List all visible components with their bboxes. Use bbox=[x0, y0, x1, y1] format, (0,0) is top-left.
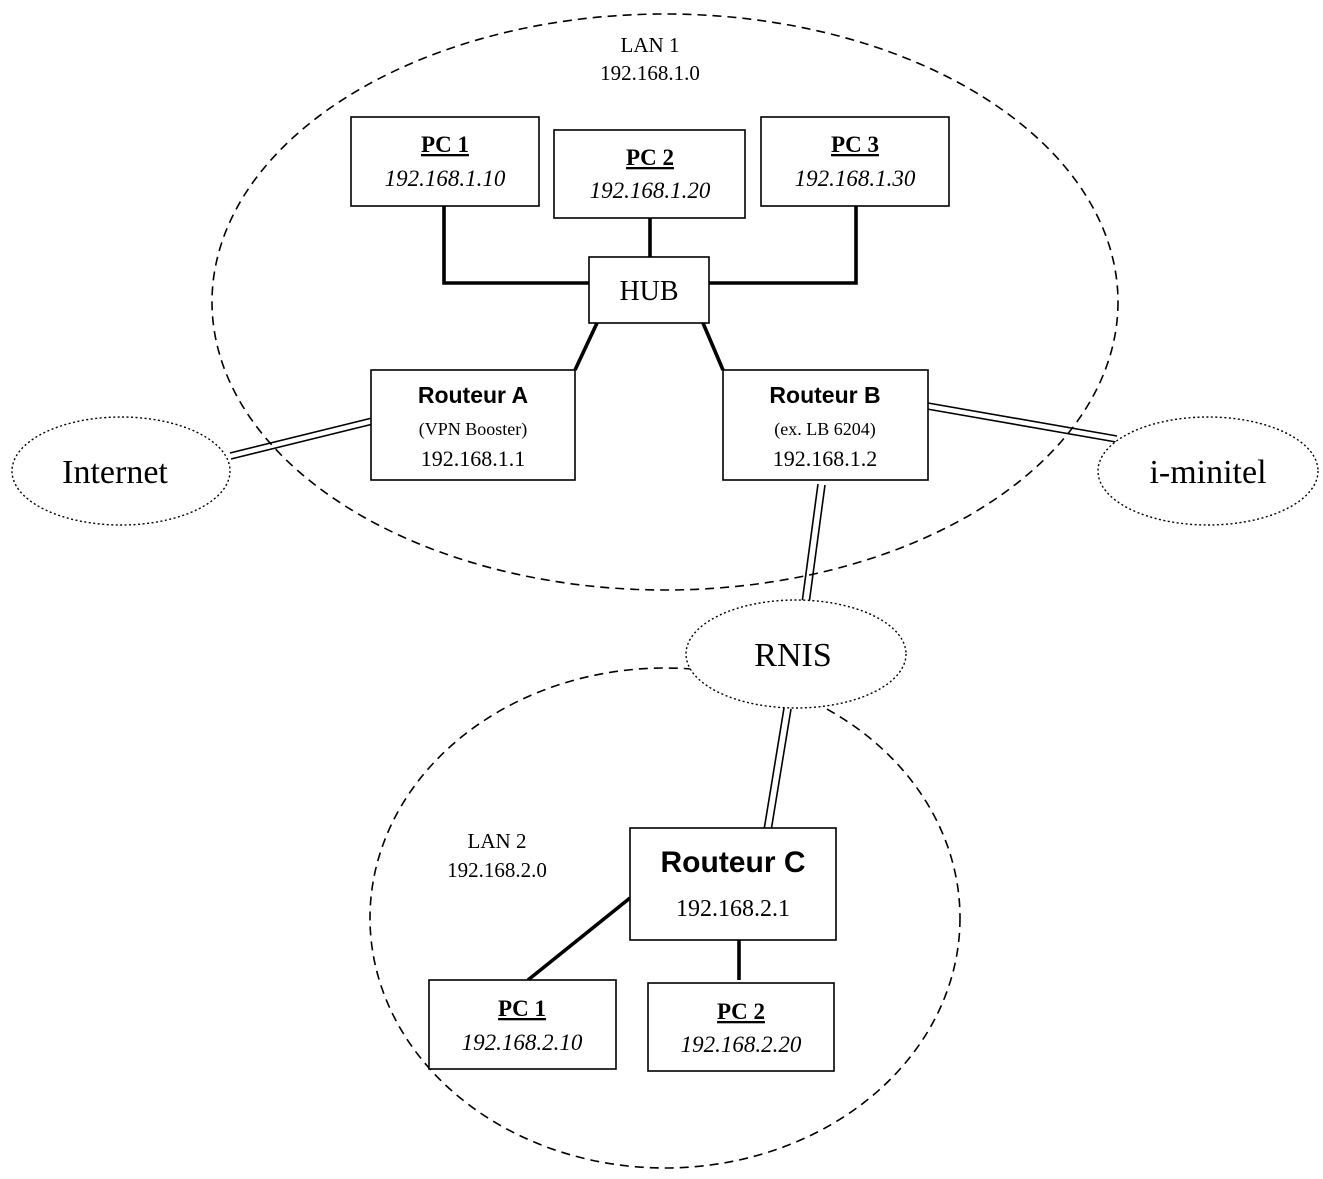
lan2-wiring bbox=[526, 896, 741, 982]
lan1-pc-1-ip: 192.168.1.10 bbox=[385, 166, 506, 191]
link-hub-router-a bbox=[573, 322, 599, 371]
link-router-b-rnis-2 bbox=[808, 484, 826, 605]
lan2-pc-1-box bbox=[428, 979, 617, 1070]
lan1-network: 192.168.1.0 bbox=[600, 61, 700, 85]
cloud-iminitel-shape bbox=[1097, 416, 1319, 526]
lan2-pc-1-name: PC 1 bbox=[498, 996, 546, 1021]
link-router-b-iminitel-2 bbox=[926, 408, 1117, 443]
cloud-rnis-shape bbox=[685, 599, 907, 709]
link-router-c-pc1 bbox=[526, 896, 632, 982]
router-b-name: Routeur B bbox=[769, 382, 880, 408]
lan1-pc-3: PC 3 192.168.1.30 bbox=[760, 116, 950, 207]
cloud-internet: Internet bbox=[11, 416, 231, 526]
lan2-pc-2-ip: 192.168.2.20 bbox=[681, 1032, 802, 1057]
lan1-pc-2: PC 2 192.168.1.20 bbox=[553, 129, 746, 219]
lan1-name: LAN 1 bbox=[621, 33, 680, 57]
lan1-pc-2-name: PC 2 bbox=[626, 145, 674, 170]
link-hub-router-b bbox=[701, 322, 725, 371]
lan2-name: LAN 2 bbox=[468, 829, 527, 853]
cloud-internet-shape bbox=[11, 416, 231, 526]
hub: HUB bbox=[588, 256, 710, 324]
router-a-ip: 192.168.1.1 bbox=[421, 446, 526, 471]
lan1-pc-1: PC 1 192.168.1.10 bbox=[350, 116, 540, 207]
lan1-pc-2-ip: 192.168.1.20 bbox=[590, 178, 711, 203]
router-a-subtitle: (VPN Booster) bbox=[419, 419, 528, 440]
cloud-rnis: RNIS bbox=[685, 599, 907, 709]
lan1-pc-3-box bbox=[760, 116, 950, 207]
router-b-box bbox=[722, 369, 929, 481]
router-c-ip: 192.168.2.1 bbox=[676, 896, 790, 922]
link-rnis-router-c-2 bbox=[770, 708, 792, 832]
cloud-rnis-label: RNIS bbox=[754, 637, 831, 674]
lan2-pc-1: PC 1 192.168.2.10 bbox=[428, 979, 617, 1070]
lan1-pc-3-name: PC 3 bbox=[831, 132, 879, 157]
link-pc3-hub bbox=[708, 205, 858, 285]
lan2-pc-2-box bbox=[647, 982, 835, 1072]
router-b-subtitle: (ex. LB 6204) bbox=[774, 419, 875, 440]
router-c: Routeur C 192.168.2.1 bbox=[629, 827, 837, 941]
router-c-name: Routeur C bbox=[661, 846, 806, 879]
link-router-b-iminitel bbox=[927, 402, 1118, 437]
lan2-pc-2: PC 2 192.168.2.20 bbox=[647, 982, 835, 1072]
lan1-wiring bbox=[442, 205, 858, 371]
lan2-pc-1-ip: 192.168.2.10 bbox=[462, 1030, 583, 1055]
lan1-pc-2-box bbox=[553, 129, 746, 219]
router-a-box bbox=[370, 369, 576, 481]
link-router-b-rnis bbox=[801, 483, 819, 604]
cloud-iminitel: i-minitel bbox=[1097, 416, 1319, 526]
lan2-pc-2-name: PC 2 bbox=[717, 999, 765, 1024]
hub-box bbox=[588, 256, 710, 324]
cloud-iminitel-label: i-minitel bbox=[1149, 454, 1266, 491]
router-b: Routeur B (ex. LB 6204) 192.168.1.2 bbox=[722, 369, 929, 481]
router-a-name: Routeur A bbox=[418, 382, 528, 408]
link-rnis-router-c bbox=[763, 707, 785, 831]
hub-label: HUB bbox=[619, 276, 678, 307]
wan-links bbox=[229, 402, 1118, 832]
link-pc1-hub bbox=[442, 205, 589, 285]
lan1-pc-1-box bbox=[350, 116, 540, 207]
router-c-box bbox=[629, 827, 837, 941]
cloud-internet-label: Internet bbox=[62, 454, 168, 491]
link-internet-router-a bbox=[229, 417, 373, 454]
link-internet-router-a-2 bbox=[230, 423, 374, 460]
router-a: Routeur A (VPN Booster) 192.168.1.1 bbox=[370, 369, 576, 481]
lan1-boundary bbox=[211, 13, 1119, 591]
lan2-boundary bbox=[369, 667, 961, 1169]
lan1-pc-3-ip: 192.168.1.30 bbox=[795, 166, 916, 191]
lan1-pc-1-name: PC 1 bbox=[421, 132, 469, 157]
lan2-network: 192.168.2.0 bbox=[447, 858, 547, 882]
router-b-ip: 192.168.1.2 bbox=[773, 446, 878, 471]
